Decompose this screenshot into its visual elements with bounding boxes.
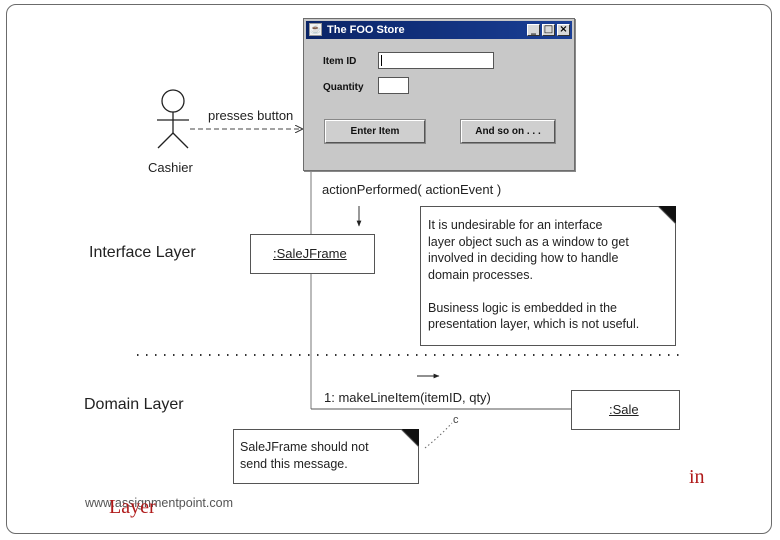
foo-store-window: ☕ The FOO Store _ □ × Item ID Quantity E… <box>303 18 575 171</box>
overlay-layer-word: Layer <box>109 496 156 518</box>
quantity-field[interactable] <box>378 77 409 94</box>
interface-note: It is undesirable for an interface layer… <box>420 206 676 346</box>
make-line-item-message: 1: makeLineItem(itemID, qty) <box>324 390 491 405</box>
note-fold-icon <box>658 206 676 224</box>
enter-item-button[interactable]: Enter Item <box>324 119 426 144</box>
interface-layer-label: Interface Layer <box>89 244 196 261</box>
sale-object: :Sale <box>571 390 680 430</box>
text-caret <box>381 55 382 66</box>
note-anchor-letter: c <box>453 414 459 426</box>
sale-jframe-label: :SaleJFrame <box>273 246 347 261</box>
interface-note-text: It is undesirable for an interface layer… <box>428 218 640 331</box>
slide-frame <box>6 4 772 534</box>
window-title-bar: ☕ The FOO Store _ □ × <box>306 21 572 39</box>
close-button[interactable]: × <box>557 24 570 36</box>
action-performed-message: actionPerformed( actionEvent ) <box>322 182 502 197</box>
window-title: The FOO Store <box>327 24 405 36</box>
java-app-icon: ☕ <box>309 23 322 36</box>
actor-name: Cashier <box>148 160 193 175</box>
cashier-actor-icon <box>157 89 189 149</box>
note-fold-icon <box>401 429 419 447</box>
note-anchor-dotted <box>424 422 453 449</box>
item-id-field[interactable] <box>378 52 494 69</box>
sale-jframe-object: :SaleJFrame <box>250 234 375 274</box>
sale-object-label: :Sale <box>609 402 639 417</box>
minimize-button[interactable]: _ <box>527 24 540 36</box>
domain-layer-label: Domain Layer <box>84 396 184 413</box>
and-so-on-button[interactable]: And so on . . . <box>460 119 556 144</box>
item-id-label: Item ID <box>323 56 357 67</box>
presses-button-label: presses button <box>208 108 294 123</box>
maximize-button[interactable]: □ <box>542 24 555 36</box>
quantity-label: Quantity <box>323 82 364 93</box>
domain-note: SaleJFrame should not send this message. <box>233 429 419 484</box>
domain-note-text: SaleJFrame should not send this message. <box>240 440 369 471</box>
corner-in-word: in <box>689 466 705 488</box>
watermark-text: www.assignmentpoint.com <box>85 496 233 510</box>
